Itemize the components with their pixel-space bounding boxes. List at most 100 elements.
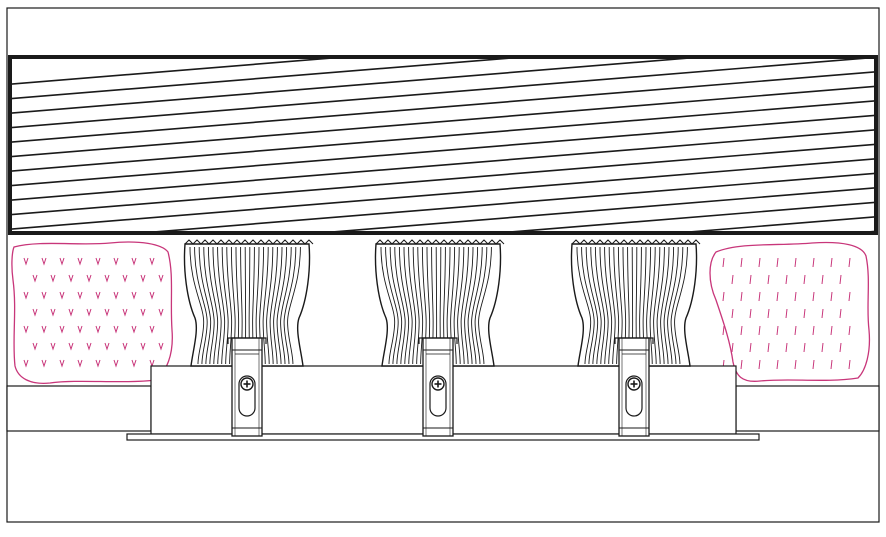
wood-grain-line bbox=[10, 57, 533, 100]
insulation-fiber bbox=[59, 325, 65, 334]
heatsink-fin bbox=[269, 246, 278, 365]
wood-grain-line bbox=[10, 57, 712, 114]
insulation-fiber bbox=[32, 342, 38, 351]
insulation-fiber bbox=[848, 325, 851, 336]
wood-joist bbox=[8, 55, 878, 235]
insulation-fiber bbox=[740, 257, 743, 268]
insulation-fiber bbox=[749, 308, 752, 319]
joist-outline bbox=[8, 55, 878, 235]
heatsink-crown bbox=[571, 239, 701, 245]
insulation-fiber bbox=[731, 342, 734, 353]
insulation-fiber bbox=[104, 274, 110, 283]
heatsink-fin bbox=[667, 246, 679, 365]
insulation-fiber bbox=[740, 325, 743, 336]
insulation-fiber bbox=[839, 342, 842, 353]
heatsink-fin bbox=[453, 246, 460, 365]
heatsink-crown bbox=[184, 239, 314, 245]
heatsink-fin bbox=[226, 246, 233, 365]
insulation-fiber bbox=[59, 291, 65, 300]
insulation-fiber bbox=[848, 359, 851, 370]
heatsink-crown bbox=[375, 239, 505, 245]
wood-grain-line bbox=[10, 57, 355, 85]
insulation-fiber bbox=[848, 257, 851, 268]
insulation-fiber bbox=[95, 257, 101, 266]
insulation-fiber bbox=[77, 257, 83, 266]
heatsink-fin bbox=[403, 246, 413, 365]
insulation-fiber bbox=[41, 257, 47, 266]
heatsink-fin bbox=[198, 246, 212, 365]
heatsink-fin bbox=[608, 246, 616, 365]
heatsink-fin bbox=[266, 246, 274, 365]
heatsink-fin bbox=[464, 246, 474, 365]
insulation-fiber bbox=[122, 342, 128, 351]
insulation-fiber bbox=[767, 274, 770, 285]
insulation-fiber bbox=[794, 359, 797, 370]
insulation-fiber bbox=[776, 257, 779, 268]
heatsink-fin bbox=[283, 246, 297, 365]
insulation-fiber bbox=[812, 359, 815, 370]
insulation-fiber bbox=[68, 342, 74, 351]
insulation-fiber bbox=[821, 308, 824, 319]
insulation-fiber bbox=[149, 291, 155, 300]
ceiling-right bbox=[735, 385, 880, 432]
heatsink-fin bbox=[670, 246, 684, 365]
insulation-fiber bbox=[794, 291, 797, 302]
insulation-fiber bbox=[86, 342, 92, 351]
insulation-left bbox=[11, 241, 173, 384]
heatsink-fin bbox=[273, 246, 283, 365]
insulation-fiber bbox=[812, 257, 815, 268]
insulation-fiber bbox=[41, 359, 47, 368]
insulation-fiber bbox=[77, 291, 83, 300]
wood-grain-line bbox=[10, 57, 876, 129]
insulation-fiber bbox=[41, 291, 47, 300]
screw-icon bbox=[431, 377, 445, 391]
heatsink-fin bbox=[649, 246, 656, 365]
insulation-fiber bbox=[86, 308, 92, 317]
insulation-fiber bbox=[158, 308, 164, 317]
heatsink-fin bbox=[380, 246, 396, 365]
heatsink-fin bbox=[412, 246, 420, 365]
insulation-fiber bbox=[776, 325, 779, 336]
insulation-fiber bbox=[803, 342, 806, 353]
insulation-fiber bbox=[113, 359, 119, 368]
heatsink-fin bbox=[217, 246, 226, 365]
insulation-fiber bbox=[23, 359, 29, 368]
heatsink-fin bbox=[599, 246, 609, 365]
heatsink-fin bbox=[203, 246, 215, 365]
insulation-fiber bbox=[32, 274, 38, 283]
insulation-fiber bbox=[794, 257, 797, 268]
insulation-fiber bbox=[59, 359, 65, 368]
insulation-fiber bbox=[113, 325, 119, 334]
heatsink-fin bbox=[478, 246, 492, 365]
wood-grain-line bbox=[310, 187, 876, 233]
insulation-fiber bbox=[149, 325, 155, 334]
heatsink-fin bbox=[460, 246, 469, 365]
insulation-fiber bbox=[158, 342, 164, 351]
insulation-fiber bbox=[794, 325, 797, 336]
insulation-fiber bbox=[821, 342, 824, 353]
insulation-fiber bbox=[839, 274, 842, 285]
insulation-fiber bbox=[113, 257, 119, 266]
insulation-right bbox=[709, 241, 871, 382]
heatsink-fin bbox=[656, 246, 665, 365]
insulation-fiber bbox=[131, 257, 137, 266]
insulation-fiber bbox=[41, 325, 47, 334]
insulation-fiber bbox=[131, 359, 137, 368]
heatsink-fin bbox=[262, 246, 269, 365]
heatsink-fin bbox=[276, 246, 288, 365]
screw-icon bbox=[240, 377, 254, 391]
insulation-fiber bbox=[758, 257, 761, 268]
insulation-fiber bbox=[77, 359, 83, 368]
heatsink-fin bbox=[189, 246, 205, 365]
insulation-fiber bbox=[722, 257, 725, 268]
insulation-fiber bbox=[848, 291, 851, 302]
insulation-fiber bbox=[776, 359, 779, 370]
insulation-fiber bbox=[149, 257, 155, 266]
insulation-fiber bbox=[758, 359, 761, 370]
insulation-fiber bbox=[113, 291, 119, 300]
downlight-fixture bbox=[570, 239, 701, 437]
heatsink-fin bbox=[280, 246, 292, 365]
heatsink-fin bbox=[581, 246, 595, 365]
